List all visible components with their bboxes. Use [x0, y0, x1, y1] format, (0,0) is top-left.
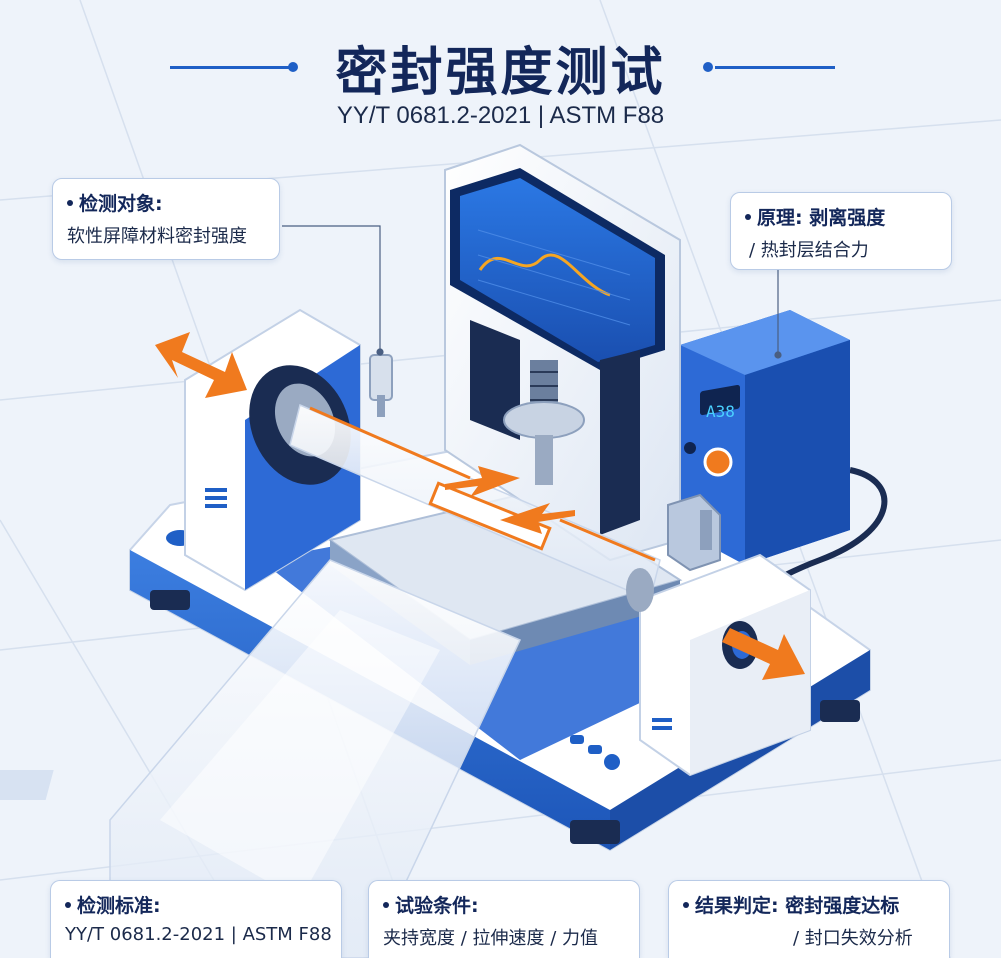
- force-arrow-left: [445, 466, 520, 497]
- arrow-icon: [722, 628, 805, 680]
- bullet-icon: [65, 901, 71, 908]
- control-box: A38: [680, 310, 850, 565]
- callout-result-text: / 封口失效分析: [793, 928, 913, 949]
- double-arrow-icon: [155, 332, 247, 398]
- callout-standard-label: 检测标准:: [77, 895, 161, 917]
- callout-conditions-label: 试验条件:: [395, 895, 479, 917]
- callout-conditions-text: 夹持宽度 / 拉伸速度 / 力值: [383, 928, 599, 949]
- title-line-right: [715, 66, 835, 69]
- bullet-icon: [67, 199, 73, 206]
- right-clamp: [667, 493, 721, 572]
- test-strip: [0, 403, 661, 958]
- callout-result: 结果判定: 密封强度达标 / 封口失效分析: [668, 880, 950, 958]
- callout-principle-label: 原理: 剥离强度: [757, 207, 886, 229]
- callout-object: 检测对象: 软性屏障材料密封强度: [52, 178, 280, 260]
- right-roller: [626, 553, 811, 777]
- bullet-icon: [383, 901, 389, 908]
- callout-standard: 检测标准: YY/T 0681.2-2021 | ASTM F88: [50, 880, 342, 958]
- bullet-icon: [745, 213, 751, 220]
- title-dot-right: [703, 62, 713, 72]
- callout-object-label: 检测对象:: [79, 193, 163, 215]
- title-dot-left: [288, 62, 298, 72]
- left-clamp: [369, 354, 393, 417]
- page-title: 密封强度测试: [335, 43, 666, 103]
- page-subtitle: YY/T 0681.2-2021 | ASTM F88: [336, 102, 665, 129]
- knob-icon: [703, 447, 733, 477]
- machine-tower: [444, 143, 681, 562]
- bullet-icon: [683, 901, 689, 908]
- screen-icon: [460, 178, 655, 362]
- force-arrow-right: [500, 503, 575, 534]
- callout-principle: 原理: 剥离强度 / 热封层结合力: [730, 192, 952, 270]
- callout-object-text: 软性屏障材料密封强度: [67, 226, 247, 247]
- svg-text:A38: A38: [706, 402, 735, 421]
- title-line-left: [170, 66, 290, 69]
- callout-principle-text: / 热封层结合力: [749, 240, 869, 261]
- callout-result-label: 结果判定: 密封强度达标: [695, 895, 900, 917]
- callout-conditions: 试验条件: 夹持宽度 / 拉伸速度 / 力值: [368, 880, 640, 958]
- callout-standard-text: YY/T 0681.2-2021 | ASTM F88: [65, 924, 332, 945]
